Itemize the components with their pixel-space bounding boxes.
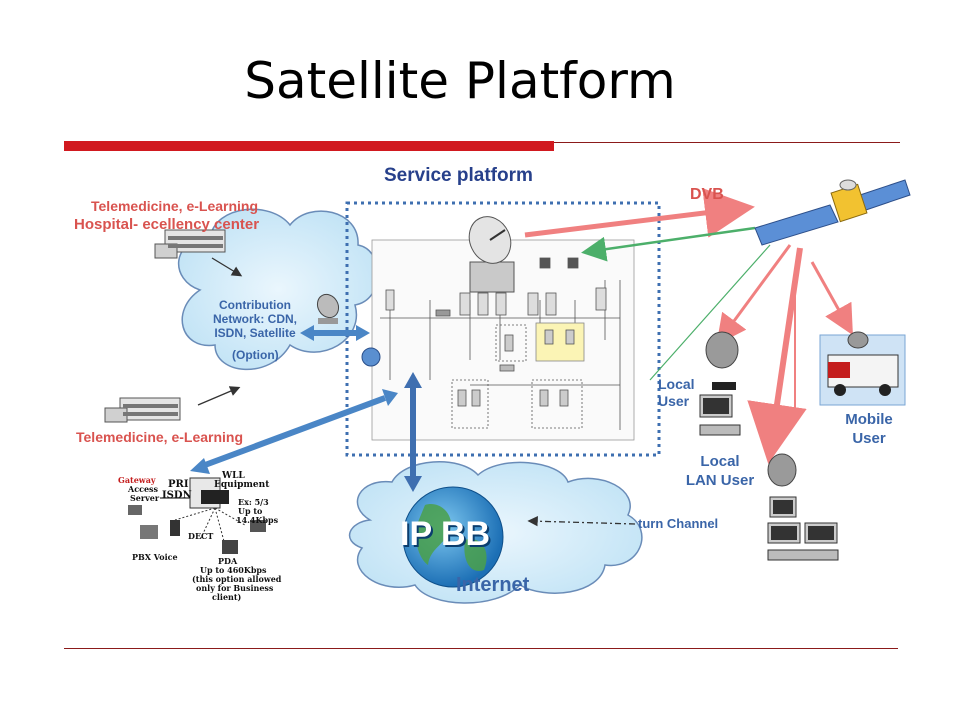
- router-icon: [361, 347, 381, 367]
- title-rule: [554, 142, 900, 143]
- wll-gateway-label: Gateway: [118, 475, 156, 485]
- contribution-platform-arrow: [300, 325, 370, 341]
- wll-rate-line3: 14.4Kbps: [236, 515, 279, 525]
- wll-pda-note-1: Up to 460Kbps: [200, 565, 267, 575]
- hospital-building-icon: [154, 229, 226, 259]
- dvb-label: DVB: [690, 186, 724, 203]
- contribution-line2: Network: CDN,: [212, 312, 297, 326]
- mobile-user-label: Mobile User: [838, 410, 900, 448]
- return-link-arrow: [581, 226, 756, 262]
- wll-pda-note-3: only for Business: [196, 583, 274, 593]
- wll-pbx-label: PBX Voice: [132, 552, 178, 562]
- telemedicine-link-arrow: [197, 386, 241, 406]
- telemedicine-building-icon: [104, 397, 181, 423]
- local-user-terminal-icon: [699, 331, 741, 436]
- satellite-icon: [754, 179, 911, 246]
- ip-bb-label: IP BB: [400, 515, 491, 553]
- wll-pda-label: PDA: [218, 556, 238, 566]
- contribution-line1: Contribution: [219, 298, 291, 312]
- local-lan-user-label: Local LAN User: [675, 452, 765, 490]
- internet-platform-arrow: [404, 372, 422, 492]
- local-lan-line1: Local: [700, 453, 740, 470]
- wll-isdn-label: ISDN: [162, 490, 192, 501]
- wll-rate-line2: Up to: [238, 506, 263, 516]
- return-channel-label: turn Channel: [638, 516, 719, 531]
- telemedicine-bottom-label: Telemedicine, e-Learning: [76, 429, 244, 445]
- contribution-network-label: Contribution Network: CDN, ISDN, Satelli…: [200, 298, 310, 340]
- lan-user-terminal-icon: [767, 453, 839, 561]
- wll-equipment-line2: Equipment: [214, 480, 270, 490]
- downlink-mobile-user: [810, 261, 853, 336]
- service-platform-label: Service platform: [384, 165, 533, 186]
- mobile-user-line2: User: [852, 430, 886, 447]
- internet-label: Internet: [456, 574, 530, 596]
- wll-access-label: Access: [128, 484, 159, 494]
- return-channel-arrow: [527, 516, 636, 527]
- mobile-user-van-icon: [819, 331, 906, 406]
- wll-server-label: Server: [130, 493, 160, 503]
- hospital-link-arrow: [211, 257, 243, 277]
- title-accent-bar: [64, 141, 554, 151]
- hospital-label-line2: Hospital- ecellency center: [74, 216, 260, 233]
- contribution-dish-icon: [316, 293, 340, 324]
- wll-pri-label: PRI: [168, 479, 189, 490]
- local-lan-line2: LAN User: [685, 472, 755, 489]
- mobile-user-line1: Mobile: [845, 411, 893, 428]
- downlink-local-user: [716, 244, 792, 345]
- local-user-label: Local User: [658, 376, 695, 410]
- wll-equipment-diagram: [128, 477, 266, 554]
- wll-platform-arrow: [190, 389, 398, 474]
- hospital-label-line1: Telemedicine, e-Learning: [91, 198, 259, 214]
- uplink-local-user: [649, 244, 771, 381]
- dvb-arrow: [524, 188, 755, 238]
- bottom-rule: [64, 648, 898, 649]
- wll-rate-line1: Ex: 5/3: [238, 497, 269, 507]
- local-user-line2: User: [658, 393, 690, 409]
- globe-icon: [402, 486, 504, 588]
- slide-title: Satellite Platform: [244, 52, 676, 110]
- wll-equipment-line1: WLL: [222, 471, 245, 481]
- wll-dect-label: DECT: [188, 531, 214, 541]
- wll-pda-note-4: client): [212, 592, 242, 602]
- local-user-line1: Local: [658, 376, 695, 392]
- contribution-option-label: (Option): [232, 348, 279, 362]
- uplink-dish-icon: [468, 216, 515, 293]
- service-platform-box: [345, 201, 661, 457]
- wll-pda-note-2: (this option allowed: [192, 574, 282, 584]
- contribution-line3: ISDN, Satellite: [214, 326, 296, 340]
